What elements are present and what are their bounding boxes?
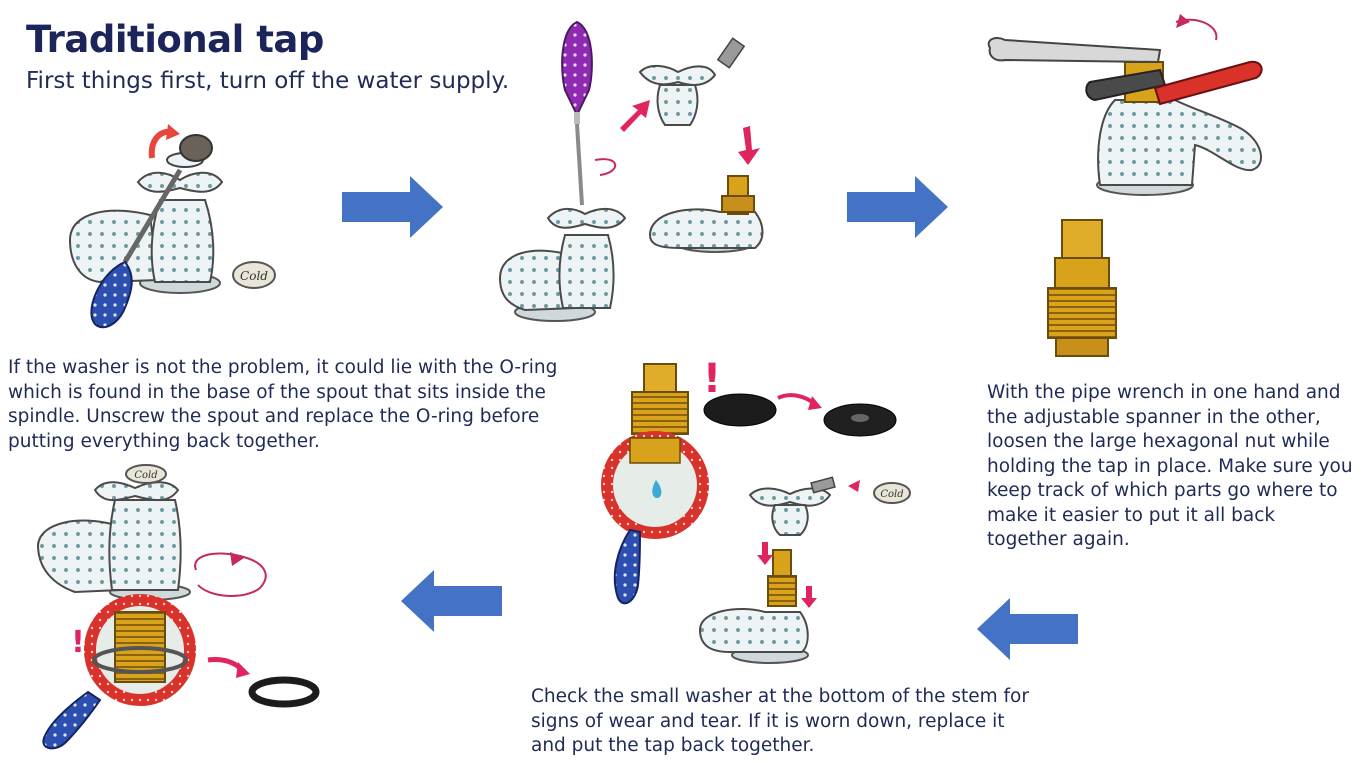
tap-handle-cross	[546, 207, 627, 229]
alert-icon: !	[703, 356, 721, 402]
arrow-up-right-icon	[620, 100, 650, 132]
arrow-left-icon	[401, 570, 502, 632]
screwdriver-handle-purple	[561, 20, 593, 118]
pipe-wrench	[1153, 60, 1263, 106]
cold-badge	[873, 482, 911, 504]
arrow-right-icon	[847, 176, 948, 238]
magnifier-handle	[613, 528, 642, 605]
tap-body	[558, 234, 615, 309]
alert-icon: !	[71, 625, 85, 660]
step4-illustration: ! Cold	[601, 356, 911, 664]
cold-badge-label: Cold	[134, 470, 157, 481]
step5-illustration: Cold !	[36, 464, 320, 750]
magnifier-handle	[42, 690, 102, 750]
tap-body	[150, 199, 215, 283]
cold-badge-label: Cold	[240, 269, 268, 283]
water-drop-icon	[652, 480, 662, 498]
adjustable-spanner	[987, 37, 1162, 64]
brass-cartridge	[1061, 219, 1103, 261]
step2-illustration	[498, 20, 764, 322]
tap-body	[1097, 99, 1262, 186]
step1-illustration: Cold	[68, 124, 276, 329]
tap-body	[108, 499, 182, 591]
screw-icon	[810, 476, 836, 494]
step-washer-text: Check the small washer at the bottom of …	[531, 686, 1029, 756]
o-ring	[248, 676, 320, 708]
worn-washer	[703, 393, 777, 427]
step3-illustration	[987, 14, 1263, 357]
arrow-left-icon	[977, 598, 1078, 660]
brass-cartridge	[643, 363, 677, 395]
removed-handle	[638, 65, 717, 86]
tap-spout	[68, 209, 160, 284]
page-subtitle: First things first, turn off the water s…	[26, 68, 510, 94]
step-oring-text: If the washer is not the problem, it cou…	[8, 357, 558, 452]
tap-handle-cross	[136, 171, 224, 193]
page-title: Traditional tap	[26, 18, 324, 61]
arrow-down-icon	[738, 126, 760, 165]
curved-arrow-icon	[194, 552, 267, 597]
tap-handle-cross	[93, 481, 180, 502]
tap-spout	[698, 608, 809, 653]
cold-badge	[125, 464, 167, 484]
tap-spout	[36, 519, 122, 594]
tap-cap	[179, 134, 213, 162]
cold-badge	[232, 261, 276, 289]
screw-icon	[716, 37, 746, 69]
screwdriver-handle	[90, 260, 133, 329]
cold-badge-label: Cold	[880, 489, 903, 500]
step-loosen-nut-text: With the pipe wrench in one hand and the…	[987, 382, 1353, 550]
tap-spout	[648, 208, 764, 249]
arrow-right-icon	[342, 176, 443, 238]
